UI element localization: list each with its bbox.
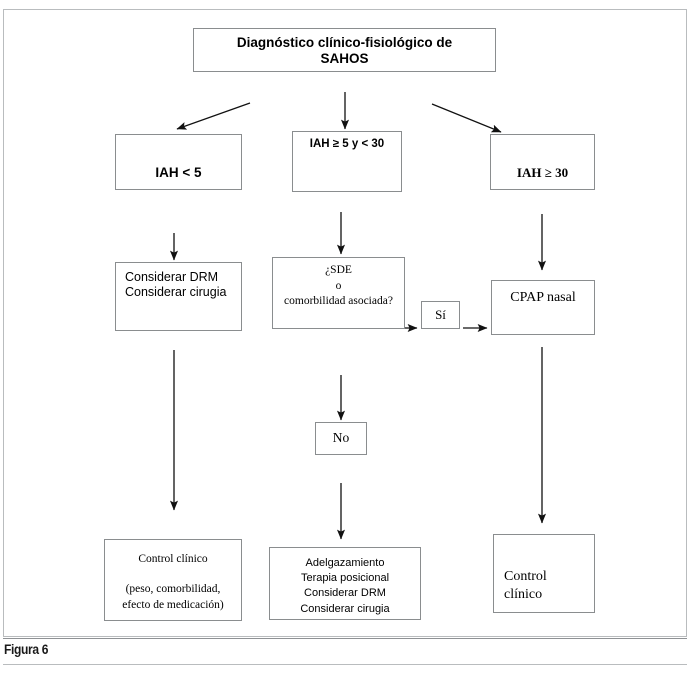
node-considerar-line1: Considerar DRM [125, 270, 219, 284]
node-cpap-nasal[interactable]: CPAP nasal [491, 280, 595, 335]
node-sde-line3: comorbilidad asociada? [284, 295, 393, 308]
node-sde-comorbilidad-question[interactable]: ¿SDE o comorbilidad asociada? [272, 257, 405, 329]
node-control-left-line2: (peso, comorbilidad, [125, 583, 221, 595]
node-sde-line1: ¿SDE [325, 264, 352, 276]
node-tratamiento-center[interactable]: Adelgazamiento Terapia posicional Consid… [269, 547, 421, 620]
node-control-clinico-right[interactable]: Control clínico [493, 534, 595, 613]
arrow-title-to-iah-ge30 [431, 103, 502, 133]
node-considerar-drm-cirugia[interactable]: Considerar DRM Considerar cirugia [115, 262, 242, 331]
node-control-left-line3: efecto de medicación) [122, 598, 224, 611]
node-si[interactable]: Sí [421, 301, 460, 329]
node-iah-lt5-label: IAH < 5 [155, 165, 202, 180]
node-title-line1: Diagnóstico clínico-fisiológico de [236, 35, 453, 50]
node-sde-line2: o [335, 279, 342, 292]
node-title-diagnostico[interactable]: Diagnóstico clínico-fisiológico de SAHOS [193, 28, 496, 72]
node-considerar-line2: Considerar cirugia [125, 285, 227, 300]
node-cpap-label: CPAP nasal [510, 290, 576, 305]
node-control-left-line1: Control clínico [138, 553, 208, 565]
node-control-clinico-left[interactable]: Control clínico (peso, comorbilidad, efe… [104, 539, 242, 621]
flowchart-canvas: Diagnóstico clínico-fisiológico de SAHOS… [4, 10, 688, 638]
caption-rule-top [3, 638, 687, 639]
node-iah-ge30[interactable]: IAH ≥ 30 [490, 134, 595, 190]
node-no-label: No [332, 430, 350, 445]
node-no[interactable]: No [315, 422, 367, 455]
figure-caption: Figura 6 [4, 641, 49, 657]
node-control-right-line1: Control [504, 569, 547, 584]
node-iah-lt5[interactable]: IAH < 5 [115, 134, 242, 190]
node-tratamiento-line3: Considerar DRM [304, 587, 386, 600]
node-si-label: Sí [435, 307, 446, 322]
arrow-title-to-iah-lt5 [176, 102, 251, 130]
node-iah-5-30-label: IAH ≥ 5 y < 30 [309, 138, 385, 150]
node-control-right-line2: clínico [504, 587, 543, 603]
node-title-line2: SAHOS [320, 51, 369, 67]
caption-rule-bottom [3, 664, 687, 665]
node-tratamiento-line1: Adelgazamiento [305, 557, 385, 569]
node-iah-5-30[interactable]: IAH ≥ 5 y < 30 [292, 131, 402, 192]
figure-frame: Diagnóstico clínico-fisiológico de SAHOS… [3, 9, 687, 637]
node-tratamiento-line4: Considerar cirugia [300, 602, 390, 615]
node-iah-ge30-label: IAH ≥ 30 [516, 165, 569, 180]
node-tratamiento-line2: Terapia posicional [300, 572, 390, 585]
